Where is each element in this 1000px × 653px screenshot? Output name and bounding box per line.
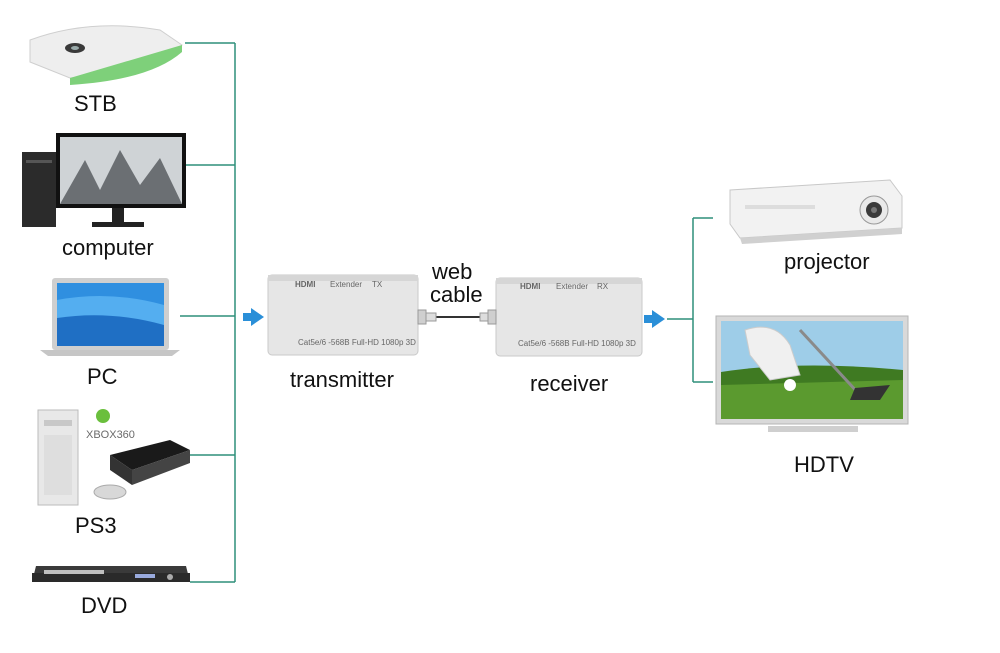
pc-label: PC [87, 364, 118, 389]
cable-label-line2: cable [430, 282, 483, 307]
receiver-box [487, 277, 643, 357]
dvd-player-icon [32, 566, 190, 582]
transmitter-title: Extender [330, 280, 362, 289]
hdtv-label: HDTV [794, 452, 854, 477]
set-top-box-icon [29, 25, 183, 85]
receiver-label: receiver [530, 371, 609, 396]
desktop-computer-icon [22, 133, 186, 227]
output-bus-lines [667, 217, 713, 383]
cable-label-line1: web [432, 259, 473, 284]
transmitter-label: transmitter [290, 367, 394, 392]
source-bus-lines [180, 42, 236, 583]
transmitter-spec: Cat5e/6 -568B Full-HD 1080p 3D [298, 338, 416, 347]
output-arrow-icon [644, 310, 665, 328]
receiver-brand: HDMI [520, 282, 540, 291]
receiver-spec: Cat5e/6 -568B Full-HD 1080p 3D [518, 339, 636, 348]
computer-label: computer [62, 235, 154, 260]
dvd-label: DVD [81, 593, 128, 618]
input-arrow-icon [243, 308, 264, 326]
transmitter-box [267, 274, 427, 356]
stb-label: STB [74, 91, 117, 116]
receiver-tag: RX [597, 282, 609, 291]
game-console-icon [37, 409, 190, 506]
projector-icon [729, 179, 903, 244]
transmitter-tag: TX [372, 280, 383, 289]
receiver-title: Extender [556, 282, 588, 291]
laptop-icon [40, 278, 180, 356]
transmitter-brand: HDMI [295, 280, 315, 289]
projector-label: projector [784, 249, 870, 274]
tv-icon [715, 315, 909, 432]
console-logo-text: XBOX360 [86, 429, 135, 441]
web-cable [425, 312, 491, 322]
ps3-label: PS3 [75, 513, 117, 538]
